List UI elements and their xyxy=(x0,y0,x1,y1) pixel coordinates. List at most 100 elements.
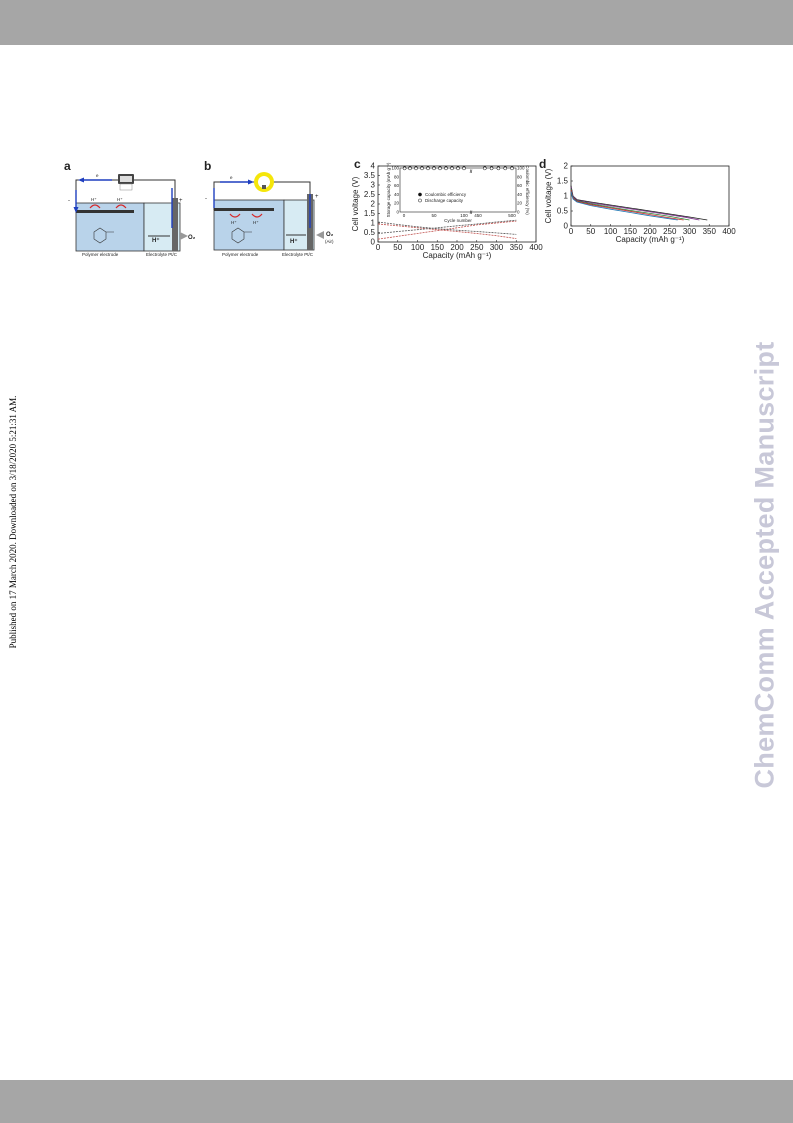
inset-y2-tick-label: 40 xyxy=(517,192,523,197)
y-tick-label: 1 xyxy=(371,219,376,228)
plot-frame xyxy=(570,165,730,227)
lightbulb-icon xyxy=(254,172,274,192)
x-tick-label: 100 xyxy=(411,243,425,252)
plus-sign: + xyxy=(315,194,319,200)
proton-label: H⁺ xyxy=(253,220,259,225)
y-tick-label: 1.5 xyxy=(557,177,569,186)
polymer-electrode-strip xyxy=(76,210,134,213)
y-tick-label: 2 xyxy=(371,200,376,209)
x-tick-label: 100 xyxy=(604,227,618,236)
capacity-point xyxy=(420,166,424,171)
capacity-point xyxy=(450,166,454,171)
inset-y-tick-label: 60 xyxy=(394,183,400,188)
inset-x-tick-label: 0 xyxy=(403,213,406,218)
inset-y2-tick-label: 20 xyxy=(517,201,523,206)
publication-sidebar: Published on 17 March 2020. Downloaded o… xyxy=(4,352,22,692)
y-tick-label: 3 xyxy=(371,181,376,190)
output-arrow xyxy=(180,232,188,240)
legend-label: Coulombic efficiency xyxy=(425,192,467,197)
y-tick-label: 0 xyxy=(371,238,376,247)
y-tick-label: 0.5 xyxy=(557,207,569,216)
legend-label: Discharge capacity xyxy=(425,198,464,203)
series-line-4 xyxy=(570,189,684,221)
y-tick-label: 4 xyxy=(371,162,376,171)
y-tick-label: 3.5 xyxy=(364,171,376,180)
proton-label: H⁺ xyxy=(117,197,123,202)
molecule-structure xyxy=(93,227,114,244)
inset-y2-tick-label: 80 xyxy=(517,174,523,179)
arrow-head xyxy=(248,179,254,185)
air-label: (Air) xyxy=(325,239,334,244)
input-arrow xyxy=(316,231,324,239)
series-line-5 xyxy=(570,191,678,221)
inset-y2-axis-label: Coulombic efficiency (%) xyxy=(525,165,530,215)
series-line-2 xyxy=(570,186,700,221)
legend-marker xyxy=(418,192,422,197)
capacity-point xyxy=(426,166,430,171)
capacity-point xyxy=(402,166,407,171)
proton-label: H⁺ xyxy=(152,237,160,244)
inset-x-tick-label: 500 xyxy=(508,213,516,218)
proton-label: H⁺ xyxy=(91,197,97,202)
x-tick-label: 250 xyxy=(470,243,484,252)
series-line-3 xyxy=(570,188,690,221)
ptc-electrode xyxy=(172,198,178,251)
electron-label: e xyxy=(96,173,99,178)
inset-x-axis-label: Cycle number xyxy=(444,218,472,223)
panel-a-label: a xyxy=(64,159,71,173)
minus-sign: - xyxy=(205,196,207,202)
capacity-point xyxy=(489,166,494,171)
x-tick-label: 350 xyxy=(510,243,524,252)
inset-y-axis-label: Storage capacity (mAh g⁻¹) xyxy=(386,162,391,217)
panel-d-label: d xyxy=(539,157,546,171)
inset-y-tick-label: 100 xyxy=(391,166,399,171)
inset-axis-break: // xyxy=(470,169,473,174)
x-tick-label: 350 xyxy=(703,227,717,236)
x-axis-label: Capacity (mAh g⁻¹) xyxy=(423,251,492,260)
capacity-point xyxy=(408,166,412,171)
capacity-point xyxy=(438,166,442,171)
x-tick-label: 400 xyxy=(722,227,736,236)
minus-sign: - xyxy=(68,198,70,204)
y-tick-label: 2.5 xyxy=(364,190,376,199)
proton-label: H⁺ xyxy=(231,220,237,225)
x-tick-label: 150 xyxy=(624,227,638,236)
series-line-1 xyxy=(377,223,517,239)
proton-label: H⁺ xyxy=(290,238,298,245)
capacity-point xyxy=(510,166,514,171)
series-line-1 xyxy=(570,185,708,221)
x-axis-label: Capacity (mAh g⁻¹) xyxy=(616,235,685,244)
capacity-point xyxy=(503,166,507,171)
inset-y2-tick-label: 100 xyxy=(517,166,525,171)
top-bar xyxy=(0,0,793,45)
redox-arrow xyxy=(229,213,241,218)
inset-y2-tick-label: 60 xyxy=(517,183,523,188)
published-note: Published on 17 March 2020. Downloaded o… xyxy=(8,395,18,649)
capacity-point xyxy=(496,166,501,171)
arrow-head xyxy=(73,207,79,213)
capacity-point xyxy=(444,166,448,171)
capacity-point xyxy=(456,166,460,171)
left-caption: Polymer electrode xyxy=(222,252,259,257)
x-tick-label: 0 xyxy=(376,243,381,252)
x-tick-label: 250 xyxy=(663,227,677,236)
capacity-point xyxy=(483,166,487,171)
o2-reactant-label: O₂ xyxy=(326,232,334,238)
inset-y2-tick-label: 0 xyxy=(517,210,520,215)
x-tick-label: 200 xyxy=(450,243,464,252)
inset-x-tick-label: 450 xyxy=(474,213,482,218)
inset-x-tick-label: 100 xyxy=(460,213,468,218)
x-tick-label: 150 xyxy=(431,243,445,252)
inset-x-tick-label: 50 xyxy=(431,213,437,218)
y-tick-label: 2 xyxy=(564,162,569,171)
plus-sign: + xyxy=(179,198,183,204)
series-line-4 xyxy=(377,219,517,234)
electron-label: e xyxy=(230,175,233,180)
redox-arrow xyxy=(115,204,127,209)
right-caption: Electrolyte Pt/C xyxy=(146,252,178,257)
series-line-2 xyxy=(377,220,517,240)
arrow-head xyxy=(78,177,84,183)
x-tick-label: 0 xyxy=(569,227,574,236)
